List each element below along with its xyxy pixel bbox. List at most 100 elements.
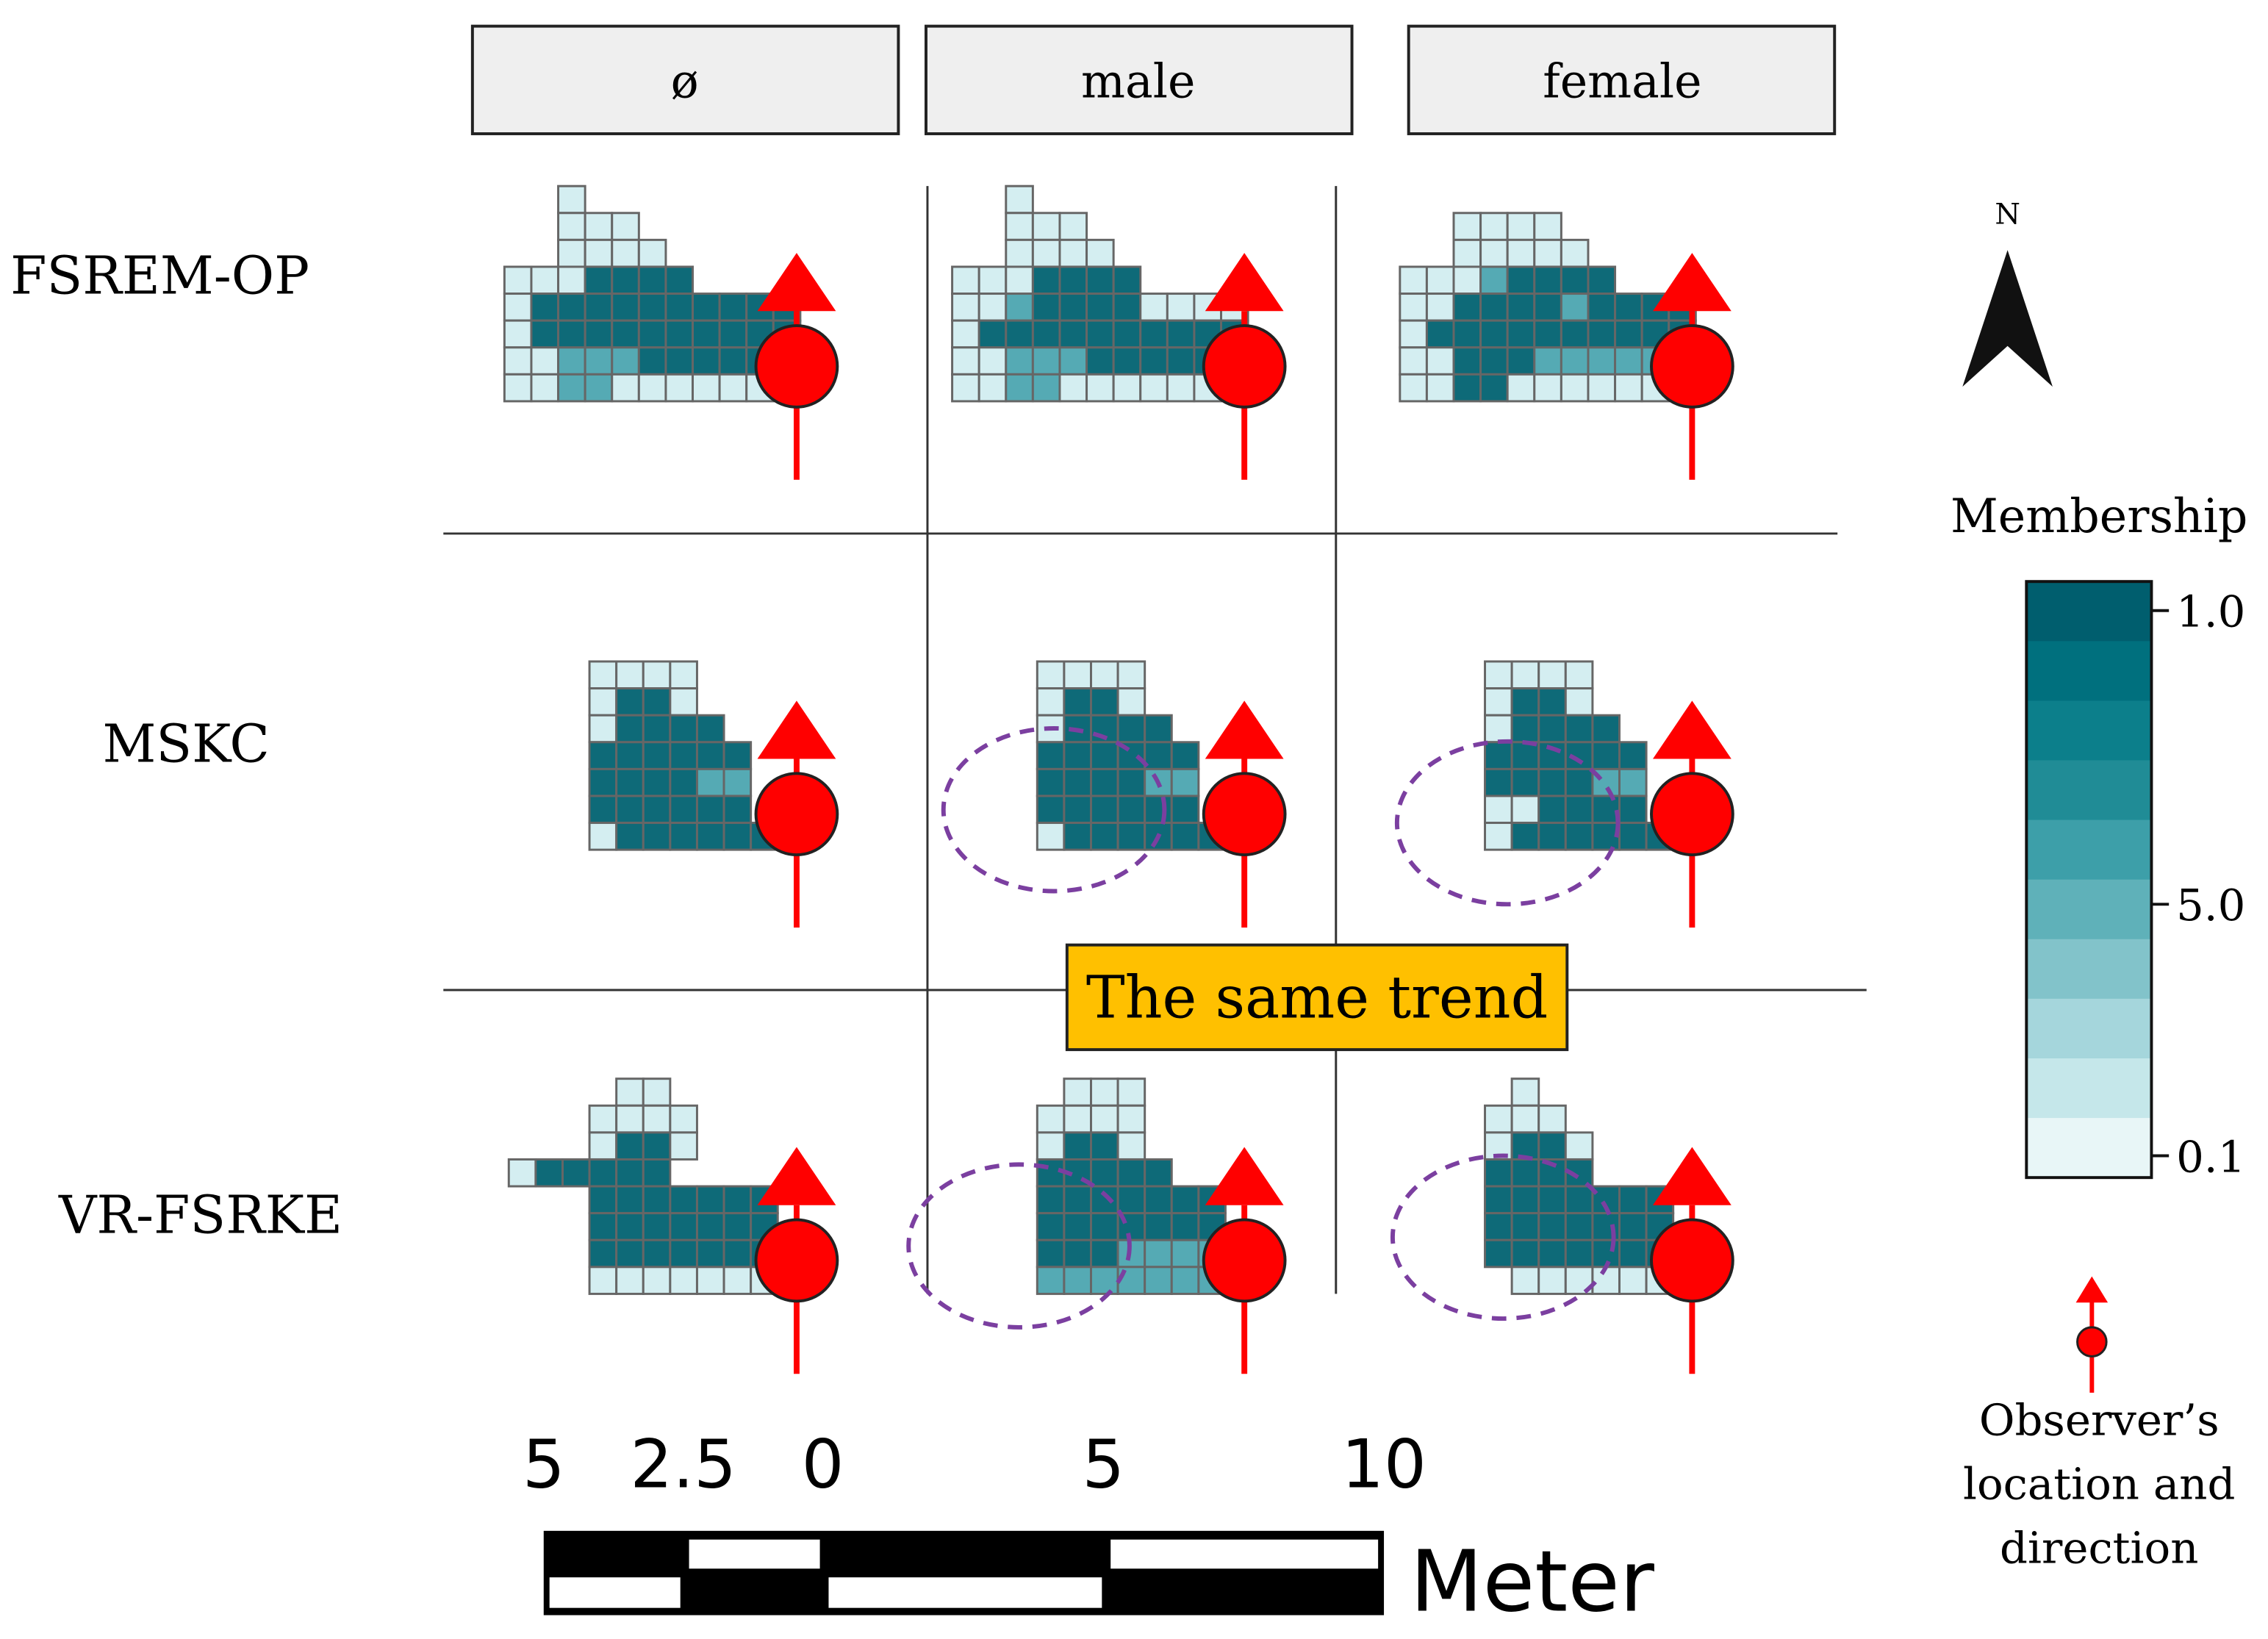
heatmap-cell bbox=[1564, 1131, 1594, 1161]
heatmap-cell bbox=[1484, 1238, 1513, 1269]
heatmap-cell bbox=[1537, 1238, 1567, 1269]
heatmap-cell bbox=[722, 795, 753, 825]
heatmap-cell bbox=[977, 265, 1008, 295]
heatmap-cell bbox=[1166, 293, 1196, 322]
heatmap-cell bbox=[1425, 373, 1455, 403]
heatmap-cell bbox=[1533, 319, 1562, 349]
heatmap-cell bbox=[1036, 687, 1066, 717]
heatmap-cell bbox=[692, 319, 721, 349]
heatmap-cell bbox=[1564, 767, 1594, 797]
heatmap-cell bbox=[1085, 319, 1115, 349]
heatmap-cell bbox=[1425, 265, 1455, 295]
legend-color-step bbox=[2026, 939, 2152, 1000]
legend-color-step bbox=[2026, 700, 2152, 761]
heatmap-cell bbox=[1058, 293, 1088, 322]
heatmap-cell bbox=[1452, 265, 1482, 295]
panel-vr-fsrke-empty bbox=[507, 1077, 779, 1295]
heatmap-cell bbox=[1587, 346, 1617, 376]
heatmap-cell bbox=[1479, 346, 1509, 376]
heatmap-cell bbox=[1399, 373, 1428, 403]
heatmap-cell bbox=[615, 687, 645, 717]
heatmap-cell bbox=[1031, 238, 1061, 268]
column-header-label: female bbox=[1543, 54, 1701, 109]
heatmap-cell bbox=[1614, 319, 1643, 349]
heatmap-cell bbox=[669, 1238, 698, 1269]
heatmap-cell bbox=[1533, 265, 1562, 295]
heatmap-cell bbox=[669, 822, 698, 851]
legend-color-step bbox=[2026, 998, 2152, 1059]
heatmap-cell bbox=[1063, 1212, 1092, 1241]
heatmap-cell bbox=[1170, 1212, 1200, 1241]
heatmap-cell bbox=[1031, 293, 1061, 322]
heatmap-cell bbox=[692, 346, 721, 376]
heatmap-cell bbox=[1031, 373, 1061, 403]
heatmap-cell bbox=[1587, 293, 1617, 322]
heatmap-cell bbox=[1005, 212, 1034, 241]
heatmap-cell bbox=[1085, 238, 1115, 268]
heatmap-cell bbox=[530, 346, 560, 376]
observer-marker bbox=[1202, 700, 1287, 928]
scale-tick-label: 5 bbox=[1082, 1426, 1124, 1503]
heatmap-cell bbox=[1090, 660, 1119, 690]
heatmap-cell bbox=[1139, 319, 1169, 349]
heatmap-cell bbox=[977, 319, 1008, 349]
heatmap-cell bbox=[1085, 293, 1115, 322]
heatmap-cell bbox=[1591, 741, 1621, 770]
heatmap-cell bbox=[951, 265, 980, 295]
heatmap-cell bbox=[615, 795, 645, 825]
north-arrow: N bbox=[1962, 198, 2053, 387]
heatmap-cell bbox=[1510, 660, 1540, 690]
heatmap-cell bbox=[1618, 1238, 1648, 1269]
heatmap-cell bbox=[1058, 238, 1088, 268]
heatmap-cell bbox=[695, 822, 725, 851]
heatmap-cell bbox=[642, 1158, 672, 1188]
heatmap-cell bbox=[611, 373, 640, 403]
heatmap-cell bbox=[1484, 1104, 1513, 1134]
heatmap-cell bbox=[695, 795, 725, 825]
heatmap-cell bbox=[557, 184, 586, 215]
heatmap-cell bbox=[1618, 1266, 1648, 1295]
heatmap-cell bbox=[669, 1104, 698, 1134]
heatmap-cell bbox=[1036, 1131, 1066, 1161]
heatmap-cell bbox=[642, 1266, 672, 1295]
heatmap-cell bbox=[1170, 1185, 1200, 1215]
direction-arrow-icon bbox=[757, 1147, 836, 1205]
legend-color-step bbox=[2026, 879, 2152, 940]
heatmap-cell bbox=[1139, 293, 1169, 322]
row-label-vr-fsrke: VR-FSRKE bbox=[58, 1184, 342, 1245]
heatmap-cell bbox=[664, 293, 695, 322]
panel-fsrem-op-male bbox=[951, 184, 1249, 403]
heatmap-cell bbox=[588, 795, 618, 825]
heatmap-cell bbox=[1170, 1266, 1200, 1295]
scale-bar: 5 2.5 0 5 10 Meter bbox=[523, 1426, 1655, 1631]
heatmap-cell bbox=[695, 741, 725, 770]
heatmap-cell bbox=[1116, 822, 1146, 851]
heatmap-cell bbox=[695, 1185, 725, 1215]
heatmap-cell bbox=[1036, 741, 1066, 770]
heatmap-cell bbox=[1484, 1158, 1513, 1188]
heatmap-cell bbox=[1587, 265, 1617, 295]
heatmap-cell bbox=[637, 373, 667, 403]
heatmap-cell bbox=[1560, 319, 1590, 349]
heatmap-cell bbox=[1484, 822, 1513, 851]
heatmap-cell bbox=[664, 319, 695, 349]
legend-color-step bbox=[2026, 1118, 2152, 1179]
heatmap-cell bbox=[1063, 767, 1092, 797]
annotation-text: The same trend bbox=[1086, 964, 1548, 1032]
heatmap-cell bbox=[1063, 660, 1092, 690]
heatmap-cell bbox=[1537, 1131, 1567, 1161]
heatmap-cell bbox=[615, 741, 645, 770]
heatmap-cell bbox=[951, 346, 980, 376]
heatmap-cell bbox=[1587, 373, 1617, 403]
heatmap-cell bbox=[1085, 346, 1115, 376]
heatmap-cell bbox=[1063, 1131, 1092, 1161]
observer-location-icon bbox=[1202, 1218, 1287, 1303]
observer-legend-line: direction bbox=[2000, 1522, 2198, 1573]
heatmap-cell bbox=[1452, 346, 1482, 376]
heatmap-cell bbox=[1564, 660, 1594, 690]
heatmap-cell bbox=[642, 795, 672, 825]
heatmap-cell bbox=[1537, 714, 1567, 744]
direction-arrow-icon bbox=[1652, 1147, 1731, 1205]
